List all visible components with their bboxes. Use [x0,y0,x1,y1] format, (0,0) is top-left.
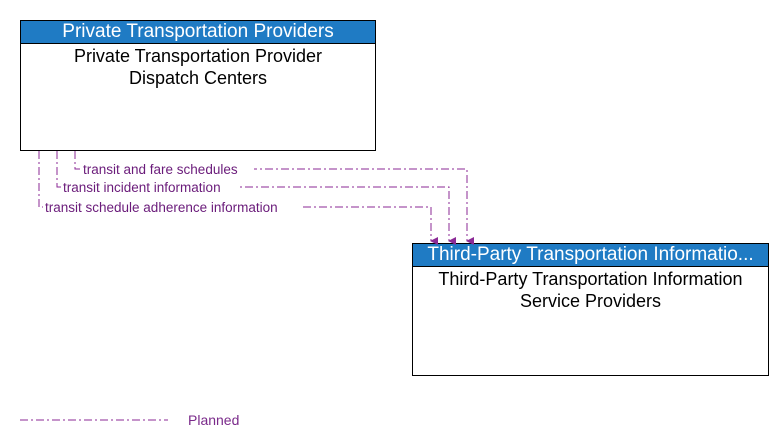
flow-label-transit-and-fare-schedules: transit and fare schedules [83,162,238,177]
target-node-third-party-information-providers[interactable]: Third-Party Transportation Informatio...… [412,243,769,376]
target-node-body-text: Third-Party Transportation Information S… [438,269,743,311]
flow-transit-and-fare-schedules[interactable]: transit and fare schedules [74,151,474,245]
source-node-header: Private Transportation Providers [21,21,375,44]
flow-transit-incident-information[interactable]: transit incident information [56,151,456,245]
source-node-body: Private Transportation Provider Dispatch… [21,44,375,89]
flow-label-transit-incident-information: transit incident information [63,180,221,195]
source-node-body-text: Private Transportation Provider Dispatch… [73,46,323,88]
target-node-body: Third-Party Transportation Information S… [413,267,768,312]
source-node-private-transportation-providers[interactable]: Private Transportation Providers Private… [20,20,376,151]
legend-planned-label: Planned [188,412,240,428]
target-node-header: Third-Party Transportation Informatio... [413,244,768,267]
flow-transit-schedule-adherence-information[interactable]: transit schedule adherence information [38,151,438,245]
flow-label-transit-schedule-adherence-information: transit schedule adherence information [45,200,278,215]
